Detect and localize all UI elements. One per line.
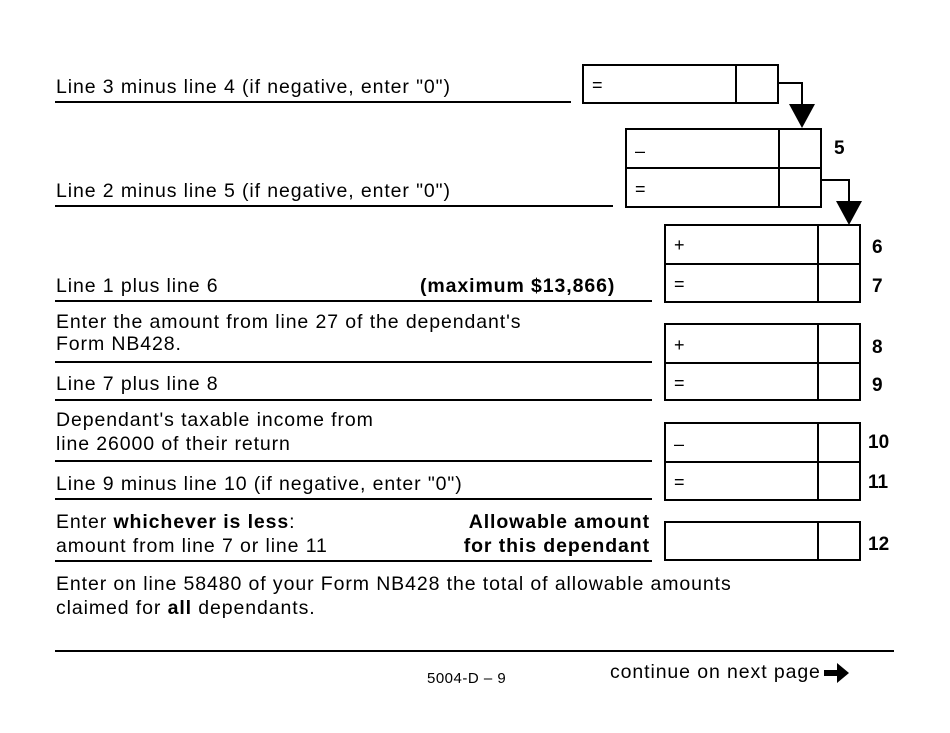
amount-dollars-field[interactable]: [666, 523, 819, 559]
line10-label-1: Dependant's taxable income from: [56, 409, 374, 431]
allowable-amount-label-2: for this dependant: [463, 535, 650, 557]
equals-sign: =: [674, 472, 685, 492]
flow-connector: [777, 82, 803, 106]
plus-sign: +: [674, 235, 685, 255]
label-underline: [55, 498, 652, 500]
row-divider: [666, 263, 859, 265]
line3-minus-line4-box: =: [582, 64, 779, 104]
instruction-line-2: claimed for all dependants.: [56, 597, 316, 619]
line8-label-1: Enter the amount from line 27 of the dep…: [56, 311, 522, 333]
allowable-amount-label-1: Allowable amount: [468, 511, 650, 533]
page-identifier: 5004-D – 9: [427, 670, 507, 687]
line10-11-box: – =: [664, 422, 861, 501]
continue-text: continue on next page: [610, 661, 821, 683]
minus-sign: –: [635, 141, 646, 161]
amount-cents-field[interactable]: [737, 66, 777, 102]
label-underline: [55, 560, 652, 562]
line2-minus-line5-label: Line 2 minus line 5 (if negative, enter …: [56, 180, 451, 202]
line12-label-1: Enter whichever is less:: [56, 511, 296, 533]
label-underline: [55, 460, 652, 462]
amount-cents-field[interactable]: [819, 523, 859, 559]
line2-minus-line5-input[interactable]: [655, 179, 775, 199]
equals-sign: =: [674, 373, 685, 393]
whichever-is-less-emphasis: whichever is less: [113, 511, 290, 533]
line8-input[interactable]: [694, 335, 814, 355]
line10-input[interactable]: [694, 434, 814, 454]
line-number-10: 10: [868, 432, 890, 453]
plus-sign: +: [674, 335, 685, 355]
line7-maximum-note: (maximum $13,866): [420, 275, 616, 297]
line9-input[interactable]: [694, 373, 814, 393]
label-underline: [55, 205, 613, 207]
line-number-5: 5: [834, 138, 845, 159]
label-underline: [55, 101, 571, 103]
line8-label-2: Form NB428.: [56, 333, 182, 355]
equals-sign: =: [592, 75, 603, 95]
line8-9-box: + =: [664, 323, 861, 401]
label-underline: [55, 361, 652, 363]
instruction-line-1: Enter on line 58480 of your Form NB428 t…: [56, 573, 732, 595]
equals-sign: =: [635, 179, 646, 199]
line11-label: Line 9 minus line 10 (if negative, enter…: [56, 473, 463, 495]
line6-input[interactable]: [694, 235, 814, 255]
arrow-down-icon: [836, 201, 862, 225]
line12-box: [664, 521, 861, 561]
label-underline: [55, 300, 652, 302]
line12-input[interactable]: [676, 532, 814, 552]
line7-input[interactable]: [694, 274, 814, 294]
line-number-6: 6: [872, 237, 883, 258]
line5-box: – =: [625, 128, 822, 208]
line3-minus-line4-label: Line 3 minus line 4 (if negative, enter …: [56, 76, 451, 98]
row-divider: [666, 461, 859, 463]
row-divider: [627, 167, 820, 169]
arrow-right-icon: [823, 662, 849, 683]
line7-label: Line 1 plus line 6: [56, 275, 219, 297]
continue-next-page[interactable]: continue on next page: [610, 661, 850, 684]
minus-sign: –: [674, 434, 685, 454]
amount-dollars-field[interactable]: =: [584, 66, 737, 102]
line10-label-2: line 26000 of their return: [56, 433, 291, 455]
row-divider: [666, 362, 859, 364]
line-number-7: 7: [872, 276, 883, 297]
amount-dollars-field[interactable]: + =: [666, 325, 819, 399]
line12-label-2: amount from line 7 or line 11: [56, 535, 328, 557]
label-underline: [55, 399, 652, 401]
flow-connector: [820, 179, 850, 203]
line6-7-box: + =: [664, 224, 861, 303]
equals-sign: =: [674, 274, 685, 294]
line11-input[interactable]: [694, 472, 814, 492]
line9-label: Line 7 plus line 8: [56, 373, 219, 395]
line-number-11: 11: [868, 472, 889, 493]
all-emphasis: all: [167, 597, 192, 619]
line5-input[interactable]: [655, 140, 775, 160]
line-number-8: 8: [872, 337, 883, 358]
line-number-9: 9: [872, 375, 883, 396]
amount-dollars-field[interactable]: – =: [627, 130, 780, 206]
footer-rule: [55, 650, 894, 652]
arrow-down-icon: [789, 104, 815, 128]
line-number-12: 12: [868, 534, 890, 555]
line3-minus-line4-input[interactable]: [612, 75, 732, 95]
